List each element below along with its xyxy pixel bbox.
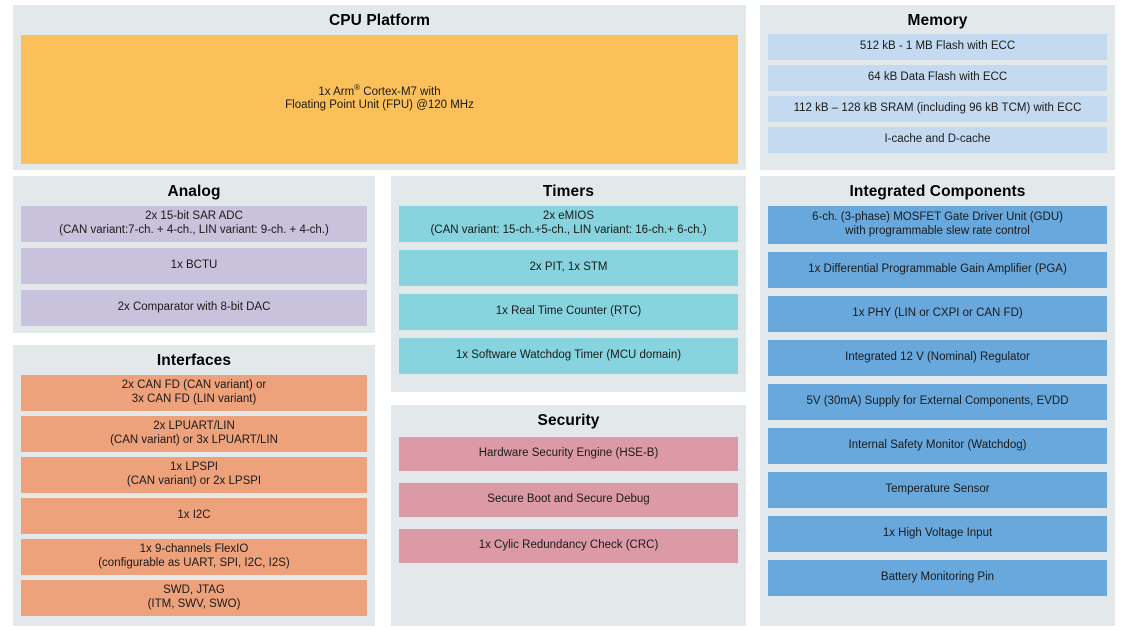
block-data-flash: 64 kB Data Flash with ECC [768, 64, 1107, 91]
panel-title-integrated-components: Integrated Components [849, 183, 1026, 200]
block-line-1: 512 kB - 1 MB Flash with ECC [859, 39, 1016, 52]
block-line-1: 2x LPUART/LIN [153, 420, 235, 432]
block-line-1: SWD, JTAG [163, 584, 225, 596]
block-line-2: (CAN variant: 15-ch.+5-ch., LIN variant:… [430, 223, 707, 236]
block-line-1: 1x PHY (LIN or CXPI or CAN FD) [852, 306, 1023, 319]
panel-title-memory: Memory [907, 12, 968, 29]
block-line-1: 2x 15-bit SAR ADC [145, 210, 243, 222]
block-emios: 2x eMIOS (CAN variant: 15-ch.+5-ch., LIN… [399, 205, 738, 242]
block-line-1: Integrated 12 V (Nominal) Regulator [845, 350, 1030, 363]
block-flash: 512 kB - 1 MB Flash with ECC [768, 33, 1107, 60]
block-crc: 1x Cylic Redundancy Check (CRC) [399, 528, 738, 563]
block-regulator: Integrated 12 V (Nominal) Regulator [768, 339, 1107, 376]
block-line-1: 1x High Voltage Input [882, 526, 993, 539]
block-high-voltage-input: 1x High Voltage Input [768, 515, 1107, 552]
panel-memory: Memory 512 kB - 1 MB Flash with ECC 64 k… [760, 5, 1115, 170]
block-can-fd: 2x CAN FD (CAN variant) or 3x CAN FD (LI… [21, 374, 367, 411]
panel-title-interfaces: Interfaces [156, 352, 232, 369]
panel-integrated-components: Integrated Components 6-ch. (3-phase) MO… [760, 176, 1115, 626]
block-line-1: 1x Real Time Counter (RTC) [495, 304, 642, 317]
block-battery-monitoring-pin: Battery Monitoring Pin [768, 559, 1107, 596]
block-line-2: Floating Point Unit (FPU) @120 MHz [285, 99, 474, 111]
block-line-2: (CAN variant) or 2x LPSPI [126, 474, 262, 487]
block-line-2: 3x CAN FD (LIN variant) [131, 392, 257, 405]
block-sram: 112 kB – 128 kB SRAM (including 96 kB TC… [768, 95, 1107, 122]
block-line-2: (ITM, SWV, SWO) [147, 597, 241, 610]
block-line-1: Internal Safety Monitor (Watchdog) [848, 438, 1027, 451]
panel-cpu-platform: CPU Platform 1x Arm® Cortex-M7 with Floa… [13, 5, 746, 170]
block-line-2: (CAN variant:7-ch. + 4-ch., LIN variant:… [59, 223, 329, 236]
block-line-1: 1x Differential Programmable Gain Amplif… [808, 262, 1067, 275]
block-list-cpu-platform: 1x Arm® Cortex-M7 with Floating Point Un… [21, 34, 738, 164]
block-line-1: 1x Software Watchdog Timer (MCU domain) [455, 348, 682, 361]
block-list-analog: 2x 15-bit SAR ADC (CAN variant:7-ch. + 4… [21, 205, 367, 326]
block-cpu-core: 1x Arm® Cortex-M7 with Floating Point Un… [21, 34, 738, 164]
block-line-1: I-cache and D-cache [884, 132, 991, 145]
block-software-watchdog-timer: 1x Software Watchdog Timer (MCU domain) [399, 337, 738, 374]
panel-interfaces: Interfaces 2x CAN FD (CAN variant) or 3x… [13, 345, 375, 626]
block-line-1: 1x LPSPI [170, 461, 218, 473]
block-line-1: 2x Comparator with 8-bit DAC [117, 300, 271, 313]
block-line-1: 6-ch. (3-phase) MOSFET Gate Driver Unit … [812, 211, 1063, 223]
block-pga: 1x Differential Programmable Gain Amplif… [768, 251, 1107, 288]
block-line-1: 64 kB Data Flash with ECC [867, 70, 1008, 83]
block-line-1: Hardware Security Engine (HSE-B) [478, 446, 659, 459]
block-list-memory: 512 kB - 1 MB Flash with ECC 64 kB Data … [768, 33, 1107, 153]
block-line-1: 1x 9-channels FlexIO [139, 543, 249, 555]
block-pit-stm: 2x PIT, 1x STM [399, 249, 738, 286]
block-line-1: 112 kB – 128 kB SRAM (including 96 kB TC… [793, 101, 1082, 114]
block-list-timers: 2x eMIOS (CAN variant: 15-ch.+5-ch., LIN… [399, 205, 738, 374]
block-line-1: 1x BCTU [170, 258, 218, 271]
panel-security: Security Hardware Security Engine (HSE-B… [391, 405, 746, 626]
block-comparator-dac: 2x Comparator with 8-bit DAC [21, 289, 367, 326]
panel-timers: Timers 2x eMIOS (CAN variant: 15-ch.+5-c… [391, 176, 746, 392]
block-line-2: with programmable slew rate control [845, 224, 1030, 237]
block-i2c: 1x I2C [21, 497, 367, 534]
block-hse-b: Hardware Security Engine (HSE-B) [399, 436, 738, 471]
block-phy: 1x PHY (LIN or CXPI or CAN FD) [768, 295, 1107, 332]
block-line-1: 5V (30mA) Supply for External Components… [806, 394, 1069, 407]
block-line-1: Secure Boot and Secure Debug [487, 492, 650, 505]
block-internal-safety-monitor: Internal Safety Monitor (Watchdog) [768, 427, 1107, 464]
block-line-1: 2x PIT, 1x STM [529, 260, 608, 273]
block-temperature-sensor: Temperature Sensor [768, 471, 1107, 508]
block-list-interfaces: 2x CAN FD (CAN variant) or 3x CAN FD (LI… [21, 374, 367, 616]
block-rtc: 1x Real Time Counter (RTC) [399, 293, 738, 330]
block-line-1: 2x CAN FD (CAN variant) or [121, 379, 267, 391]
block-line-1: Battery Monitoring Pin [880, 570, 995, 583]
block-list-integrated-components: 6-ch. (3-phase) MOSFET Gate Driver Unit … [768, 205, 1107, 596]
block-line-1: 1x Arm® Cortex-M7 with [318, 82, 441, 98]
block-secure-boot-debug: Secure Boot and Secure Debug [399, 482, 738, 517]
block-caches: I-cache and D-cache [768, 126, 1107, 153]
block-flexio: 1x 9-channels FlexIO (configurable as UA… [21, 538, 367, 575]
block-evdd-supply: 5V (30mA) Supply for External Components… [768, 383, 1107, 420]
block-line-1: 1x Cylic Redundancy Check (CRC) [478, 538, 659, 551]
block-line-1: 2x eMIOS [542, 210, 595, 222]
block-lpspi: 1x LPSPI (CAN variant) or 2x LPSPI [21, 456, 367, 493]
block-line-1: 1x I2C [177, 508, 211, 521]
block-sar-adc: 2x 15-bit SAR ADC (CAN variant:7-ch. + 4… [21, 205, 367, 242]
panel-title-security: Security [537, 412, 600, 429]
panel-analog: Analog 2x 15-bit SAR ADC (CAN variant:7-… [13, 176, 375, 333]
block-gdu: 6-ch. (3-phase) MOSFET Gate Driver Unit … [768, 205, 1107, 244]
block-swd-jtag: SWD, JTAG (ITM, SWV, SWO) [21, 579, 367, 616]
block-list-security: Hardware Security Engine (HSE-B) Secure … [399, 436, 738, 563]
panel-title-analog: Analog [167, 183, 221, 200]
block-lpuart-lin: 2x LPUART/LIN (CAN variant) or 3x LPUART… [21, 415, 367, 452]
block-line-2: (configurable as UART, SPI, I2C, I2S) [98, 556, 290, 569]
panel-title-cpu-platform: CPU Platform [328, 12, 431, 29]
panel-title-timers: Timers [542, 183, 595, 200]
block-line-2: (CAN variant) or 3x LPUART/LIN [110, 433, 278, 446]
block-line-1: Temperature Sensor [885, 482, 990, 495]
block-bctu: 1x BCTU [21, 247, 367, 284]
